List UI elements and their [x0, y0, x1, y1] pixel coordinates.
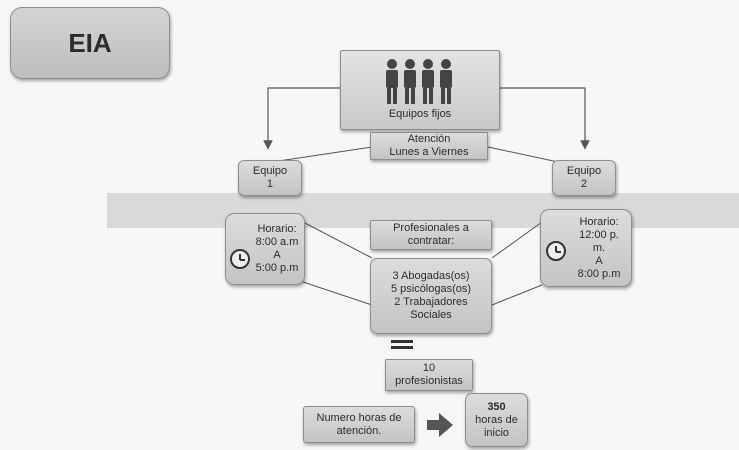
clock-icon — [546, 241, 566, 261]
hours-value: 350 — [487, 400, 506, 413]
people-group-icon — [386, 59, 452, 104]
hours-value-box: 350 horas de inicio — [465, 393, 528, 447]
team1-label: Equipo 1 — [252, 165, 288, 190]
professionals-list: 3 Abogadas(os) 5 psicólogas(os) 2 Trabaj… — [390, 270, 472, 321]
attention-box: Atención Lunes a Viernes — [370, 132, 488, 160]
total-label: 10 profesionistas — [395, 362, 463, 387]
total-box: 10 profesionistas — [385, 359, 473, 391]
professionals-title-box: Profesionales a contratar: — [370, 220, 492, 250]
title-box: EIA — [10, 7, 170, 79]
clock-icon — [230, 249, 250, 269]
team1-box: Equipo 1 — [238, 160, 302, 196]
team1-schedule-box: Horario: 8:00 a.m A 5:00 p.m — [225, 213, 305, 285]
professionals-list-box: 3 Abogadas(os) 5 psicólogas(os) 2 Trabaj… — [370, 258, 492, 334]
hours-unit: horas de inicio — [475, 413, 518, 439]
equals-icon — [391, 340, 413, 350]
team2-label: Equipo 2 — [566, 165, 602, 190]
team1-schedule: Horario: 8:00 a.m A 5:00 p.m — [255, 223, 299, 274]
header-label: Equipos fijos — [388, 108, 452, 120]
team2-box: Equipo 2 — [552, 160, 616, 196]
hours-label: Numero horas de atención. — [316, 411, 402, 437]
attention-label: Atención Lunes a Viernes — [389, 133, 469, 158]
arrow-right-icon — [427, 413, 453, 437]
title: EIA — [68, 27, 112, 58]
team2-schedule: Horario: 12:00 p. m. A 8:00 p.m — [577, 215, 621, 280]
professionals-title: Profesionales a contratar: — [393, 222, 469, 247]
header-box: Equipos fijos — [340, 50, 500, 130]
team2-schedule-box: Horario: 12:00 p. m. A 8:00 p.m — [540, 209, 632, 287]
hours-label-box: Numero horas de atención. — [303, 406, 415, 443]
